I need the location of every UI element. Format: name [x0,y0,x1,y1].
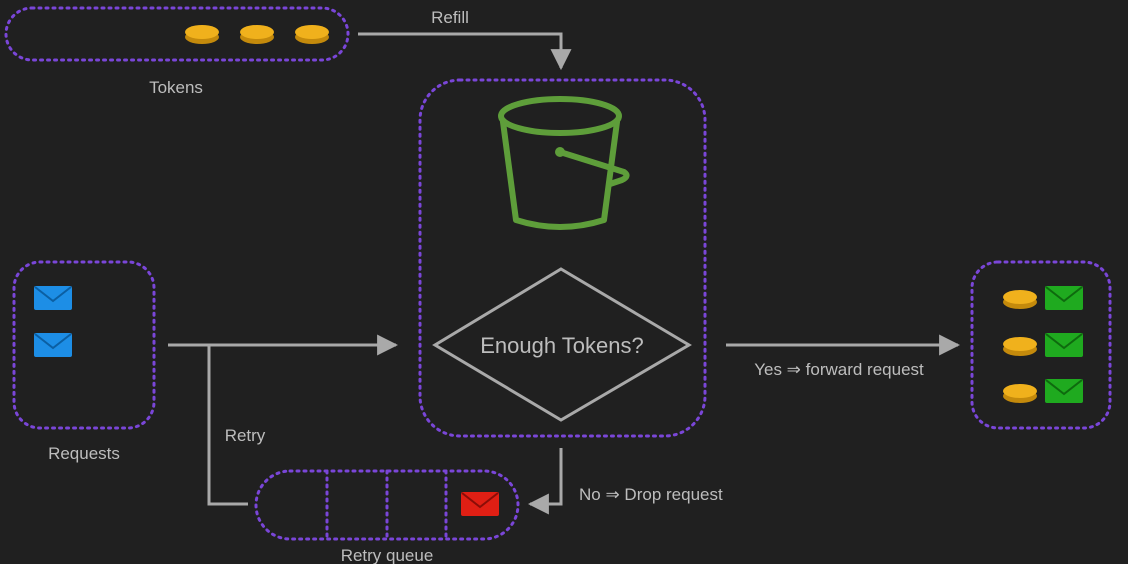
envelope-icon [1045,379,1083,403]
coin-icon [185,25,219,44]
bucket-icon [498,96,630,230]
refill-label: Refill [431,8,469,27]
envelope-icon [34,333,72,357]
tokens-label: Tokens [149,78,203,97]
coin-icon [295,25,329,44]
rate-limiter-container [418,78,707,438]
forwarded-item [1003,333,1083,357]
retry-line [207,345,248,506]
envelope-icon [1045,333,1083,357]
coin-icon [1003,337,1037,356]
no-branch-arrow [527,448,563,515]
coin-icon [1003,384,1037,403]
coin-icon [240,25,274,44]
coin-icon [1003,290,1037,309]
requests-label: Requests [48,444,120,463]
token-pool-border [4,6,350,62]
retry-label: Retry [225,426,266,445]
no-branch-label: No ⇒ Drop request [579,485,723,504]
envelope-icon [34,286,72,310]
forwarded-container [970,260,1112,430]
retry-queue [254,469,520,541]
decision-label: Enough Tokens? [480,333,644,358]
envelope-icon [461,492,499,516]
retry-queue-label: Retry queue [341,546,434,564]
forwarded-item [1003,379,1083,403]
yes-branch-label: Yes ⇒ forward request [754,360,924,379]
requests-container [12,260,156,430]
envelope-icon [1045,286,1083,310]
forwarded-item [1003,286,1083,310]
token-pool [4,6,350,62]
decision-diamond [432,267,692,422]
refill-arrow [358,32,572,71]
